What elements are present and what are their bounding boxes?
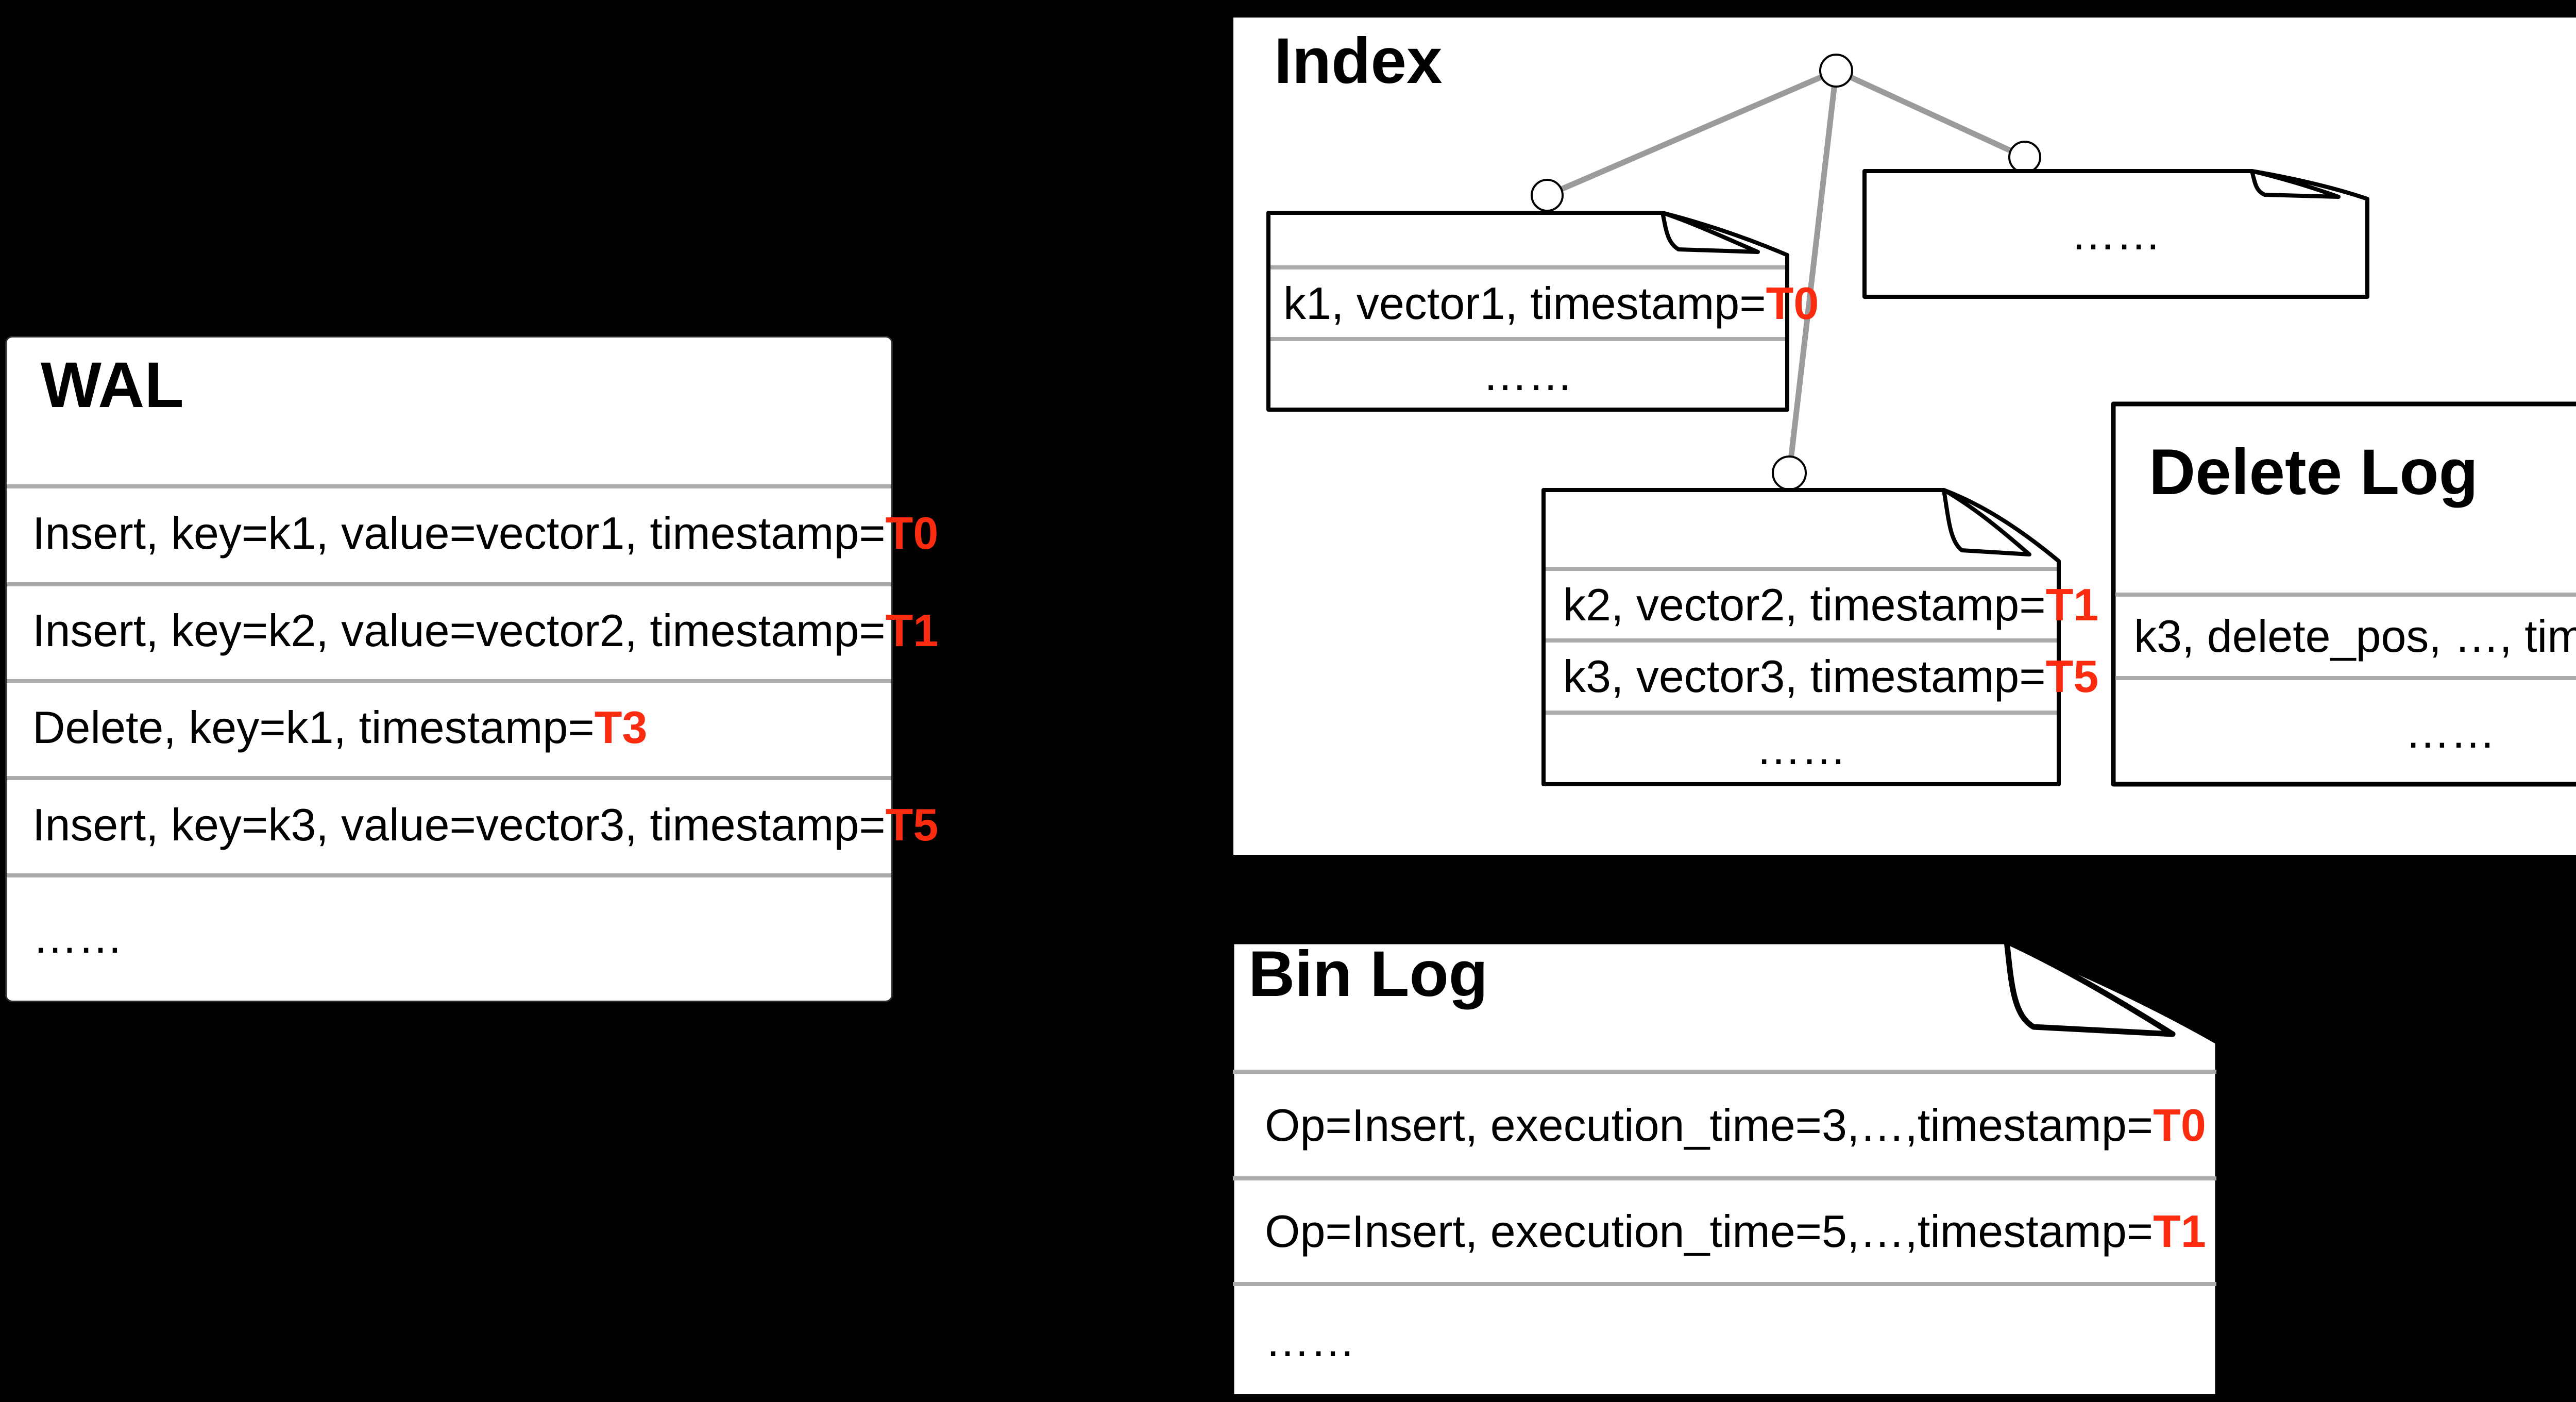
tree-root-node xyxy=(1819,54,1853,88)
delete-log-separators xyxy=(2115,593,2576,680)
index-row-text: k2, vector2, timestamp= xyxy=(1563,579,2046,630)
doc-folded-corner xyxy=(2250,169,2341,199)
timestamp-value: T1 xyxy=(2153,1205,2206,1257)
index-row-k2: k2, vector2, timestamp=T1 xyxy=(1563,569,2098,640)
bin-log-row-2: Op=Insert, execution_time=5,…,timestamp=… xyxy=(1265,1178,2206,1284)
delete-log-row-k3: k3, delete_pos, …, timestamp=T3 xyxy=(2134,595,2576,678)
wal-separator xyxy=(7,484,891,488)
bin-log-text-layer: Bin Log Op=Insert, execution_time=3,…,ti… xyxy=(1229,939,2221,1399)
timestamp-value: T1 xyxy=(2045,579,2099,630)
timestamp-value: T0 xyxy=(2153,1099,2206,1151)
segment-doc-k1 xyxy=(1266,211,1789,412)
wal-row-insert-k1: Insert, key=k1, value=vector1, timestamp… xyxy=(32,484,938,582)
wal-separator xyxy=(7,776,891,780)
ellipsis-text: …… xyxy=(1482,348,1573,400)
wal-box: WAL Insert, key=k1, value=vector1, times… xyxy=(5,336,938,1002)
timestamp-value: T3 xyxy=(594,702,648,753)
index-right-doc-ellipsis: …… xyxy=(1865,171,2367,297)
wal-row-delete-k1: Delete, key=k1, timestamp=T3 xyxy=(32,679,647,776)
wal-row-insert-k3: Insert, key=k3, value=vector3, timestamp… xyxy=(32,776,938,873)
doc-folded-corner xyxy=(2004,939,2176,1037)
index-box: Index k1, vector1, timestamp=T0 …… …… k2… xyxy=(1230,14,2576,858)
ellipsis-text: …… xyxy=(2071,208,2161,259)
bin-log-box: Bin Log Op=Insert, execution_time=3,…,ti… xyxy=(1229,939,2221,1399)
timestamp-value: T0 xyxy=(885,508,939,559)
index-title: Index xyxy=(1274,25,1443,97)
wal-separator xyxy=(7,582,891,586)
tree-edge-middle xyxy=(1786,70,1839,474)
bin-log-separators xyxy=(1233,1070,2216,1286)
wal-row-insert-k2: Insert, key=k2, value=vector2, timestamp… xyxy=(32,582,938,679)
timestamp-value: T0 xyxy=(1766,277,1819,329)
index-row-text: k3, vector3, timestamp= xyxy=(1563,651,2046,702)
index-left-doc-ellipsis: …… xyxy=(1268,339,1787,410)
ellipsis-text: …… xyxy=(2405,706,2496,757)
ellipsis-text: …… xyxy=(1265,1315,1355,1366)
index-row-k3: k3, vector3, timestamp=T5 xyxy=(1563,640,2098,713)
index-text-layer: Index k1, vector1, timestamp=T0 …… …… k2… xyxy=(1233,18,2576,855)
wal-row-text: Delete, key=k1, timestamp= xyxy=(32,702,595,753)
doc-folded-corner xyxy=(1660,211,1760,254)
tree-edge-left xyxy=(1546,67,1838,198)
timestamp-value: T1 xyxy=(885,605,939,656)
bin-log-ellipsis: …… xyxy=(1265,1284,1355,1397)
segment-doc-k1-separators xyxy=(1270,265,1785,341)
ellipsis-text: …… xyxy=(32,911,123,962)
doc-folded-corner xyxy=(1942,488,2031,556)
wal-row-text: Insert, key=k2, value=vector2, timestamp… xyxy=(32,605,886,656)
delete-log-row-text: k3, delete_pos, …, timestamp= xyxy=(2134,611,2576,662)
delete-log-ellipsis: …… xyxy=(2113,678,2576,786)
wal-row-text: Insert, key=k3, value=vector3, timestamp… xyxy=(32,799,886,850)
segment-doc-k2-k3-separators xyxy=(1546,567,2057,715)
delete-log-title: Delete Log xyxy=(2149,436,2478,508)
ellipsis-text: …… xyxy=(1756,722,1846,774)
index-row-text: k1, vector1, timestamp= xyxy=(1283,277,1766,329)
index-middle-doc-ellipsis: …… xyxy=(1544,713,2059,784)
tree-edge-right xyxy=(1835,68,2026,160)
timestamp-value: T5 xyxy=(885,799,939,850)
wal-row-ellipsis: …… xyxy=(32,873,123,1001)
tree-nodes xyxy=(1531,54,2041,491)
wal-title: WAL xyxy=(41,349,184,421)
tree-edges xyxy=(1546,67,2026,474)
bin-log-title: Bin Log xyxy=(1248,938,1488,1010)
bin-log-row-text: Op=Insert, execution_time=5,…,timestamp= xyxy=(1265,1205,2154,1257)
bin-log-row-text: Op=Insert, execution_time=3,…,timestamp= xyxy=(1265,1099,2154,1151)
timestamp-value: T5 xyxy=(2045,651,2099,702)
segment-doc-ellipsis xyxy=(1862,169,2369,299)
wal-separator xyxy=(7,679,891,683)
index-row-k1: k1, vector1, timestamp=T0 xyxy=(1283,267,1819,339)
bin-log-row-1: Op=Insert, execution_time=3,…,timestamp=… xyxy=(1265,1072,2206,1178)
index-tree-svg xyxy=(1266,54,2576,787)
bin-log-doc-svg xyxy=(1229,939,2221,1399)
wal-row-text: Insert, key=k1, value=vector1, timestamp… xyxy=(32,508,886,559)
wal-separator xyxy=(7,873,891,877)
